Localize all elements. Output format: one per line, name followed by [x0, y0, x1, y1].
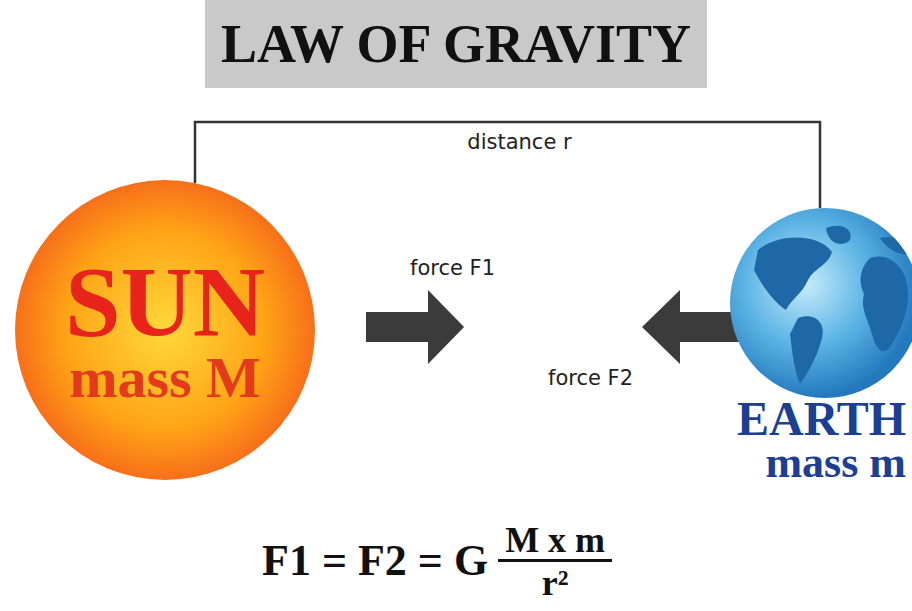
- node-text-group: SUNmass M: [15, 180, 315, 480]
- force-arrow-f1: [366, 290, 464, 364]
- node-text-group: EARTHmass m: [737, 396, 906, 483]
- formula-numerator: M x m: [505, 522, 605, 558]
- title-band: LAW OF GRAVITY: [205, 0, 707, 88]
- earth-illustration: [730, 208, 912, 398]
- earth-ocean: [730, 208, 912, 398]
- formula-denominator: r²: [542, 565, 569, 601]
- continent-shape: [880, 237, 912, 255]
- edge-label: distance r: [467, 132, 571, 153]
- continent-shape: [826, 226, 851, 244]
- sun-node: SUNmass M: [15, 180, 315, 480]
- title-text: LAW OF GRAVITY: [221, 17, 691, 71]
- force-label: force F2: [548, 368, 633, 389]
- mass-label: mass M: [69, 349, 261, 407]
- continent-shape: [754, 237, 832, 310]
- formula-text: F1 = F2 = G: [262, 539, 488, 583]
- continent-shape: [861, 256, 908, 351]
- sun-disc: [15, 180, 315, 480]
- continent-shape: [790, 316, 823, 384]
- body-name: EARTH: [737, 396, 906, 442]
- body-name: SUN: [65, 254, 265, 349]
- earth-continents: [754, 226, 912, 384]
- earth-node: EARTHmass m: [730, 208, 912, 398]
- fraction-bar: [498, 559, 612, 562]
- force-label: force F1: [410, 258, 495, 279]
- mass-label: mass m: [737, 442, 906, 484]
- distance-line: [195, 122, 820, 208]
